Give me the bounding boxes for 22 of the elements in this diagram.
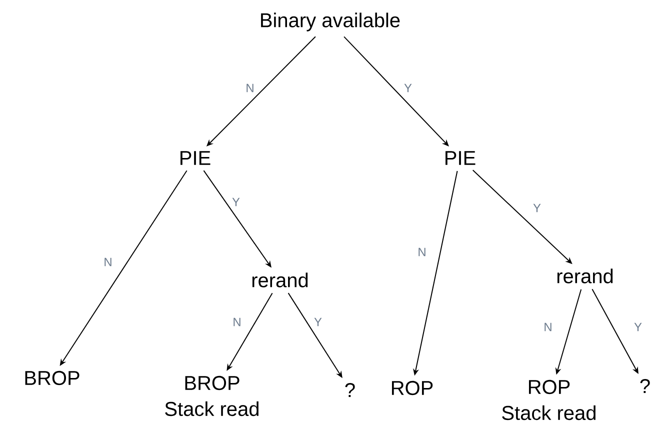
node-label: ROP Stack read xyxy=(502,380,596,420)
node-label: rerand xyxy=(557,268,613,284)
edge-label: N xyxy=(234,318,240,326)
node-label: PIE xyxy=(180,151,210,165)
node-label: ? xyxy=(345,383,355,397)
edge-label: Y xyxy=(634,322,642,332)
edge-label: N xyxy=(104,258,112,266)
node-label: rerand xyxy=(252,272,308,288)
node-label: BROP xyxy=(25,370,80,386)
edge-label: Y xyxy=(404,84,412,92)
edge-label: N xyxy=(418,248,426,256)
edge-label: Y xyxy=(533,204,541,212)
arrow xyxy=(344,36,449,146)
node-label: Binary available xyxy=(261,12,400,32)
node-label: ROP xyxy=(392,380,433,396)
edge-label: Y xyxy=(314,318,322,326)
edge-label: N xyxy=(246,84,254,92)
edge-label: N xyxy=(544,322,552,332)
node-label: PIE xyxy=(446,151,476,165)
node-label: BROP Stack read xyxy=(165,376,258,416)
edge-label: Y xyxy=(232,198,240,206)
node-label: ? xyxy=(640,379,650,393)
